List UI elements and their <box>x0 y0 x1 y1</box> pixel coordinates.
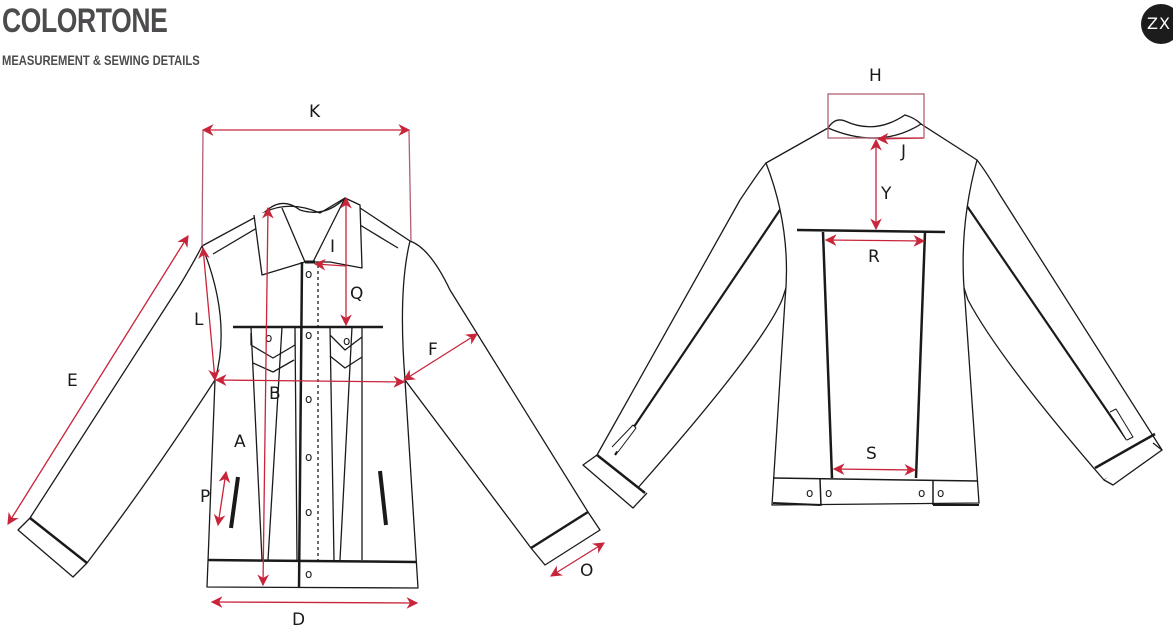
button-3: o <box>305 392 312 406</box>
label-a: A <box>234 432 246 452</box>
brand-title: COLORTONE <box>2 2 168 40</box>
back-labels: H J Y R S <box>866 66 906 464</box>
measure-e <box>7 235 189 525</box>
button-5: o <box>305 505 312 519</box>
front-left-sleeve <box>17 245 233 578</box>
label-s: S <box>866 444 877 464</box>
label-j: J <box>900 142 906 162</box>
label-l: L <box>194 310 204 330</box>
button-2: o <box>305 328 312 342</box>
label-p: P <box>200 487 210 507</box>
front-right-sleeve <box>397 240 601 566</box>
back-button-1: o <box>806 486 813 500</box>
measure-b <box>214 374 406 388</box>
front-measurements <box>7 124 605 609</box>
measure-f <box>403 333 478 381</box>
button-1: o <box>305 267 312 281</box>
right-pocket-button: o <box>343 334 350 348</box>
label-b: B <box>269 384 281 404</box>
measure-p <box>213 470 231 527</box>
measure-i <box>313 258 347 271</box>
back-button-2: o <box>825 486 832 500</box>
label-k: K <box>309 102 321 122</box>
back-buttons: o o o o <box>806 486 944 500</box>
measure-s <box>832 463 917 476</box>
back-measurements <box>824 93 926 476</box>
front-labels: K I Q L E F B A P D O <box>67 102 593 630</box>
button-6: o <box>305 567 312 581</box>
left-yoke-line <box>212 224 263 255</box>
brand-logo-icon: ZX <box>1141 4 1173 44</box>
label-d: D <box>292 610 305 630</box>
label-h: H <box>869 66 882 86</box>
back-left-sleeve <box>582 162 795 509</box>
measure-r <box>824 234 926 247</box>
label-r: R <box>868 247 880 267</box>
label-f: F <box>428 340 438 360</box>
label-q: Q <box>350 284 363 304</box>
back-jacket <box>582 114 1163 509</box>
label-o: O <box>580 561 593 581</box>
measure-d <box>210 596 419 609</box>
label-i: I <box>330 237 335 257</box>
measure-j <box>876 132 924 145</box>
back-button-3: o <box>918 486 925 500</box>
front-body <box>201 197 419 589</box>
button-4: o <box>305 450 312 464</box>
right-yoke-line <box>359 224 399 249</box>
measure-o <box>550 542 605 577</box>
back-button-4: o <box>937 486 944 500</box>
label-e: E <box>67 371 78 391</box>
measure-l <box>198 246 220 382</box>
label-y: Y <box>880 184 892 204</box>
back-right-sleeve <box>955 159 1163 486</box>
page-subtitle: MEASUREMENT & SEWING DETAILS <box>2 52 200 68</box>
measure-h <box>827 93 925 139</box>
measure-a <box>257 206 274 587</box>
